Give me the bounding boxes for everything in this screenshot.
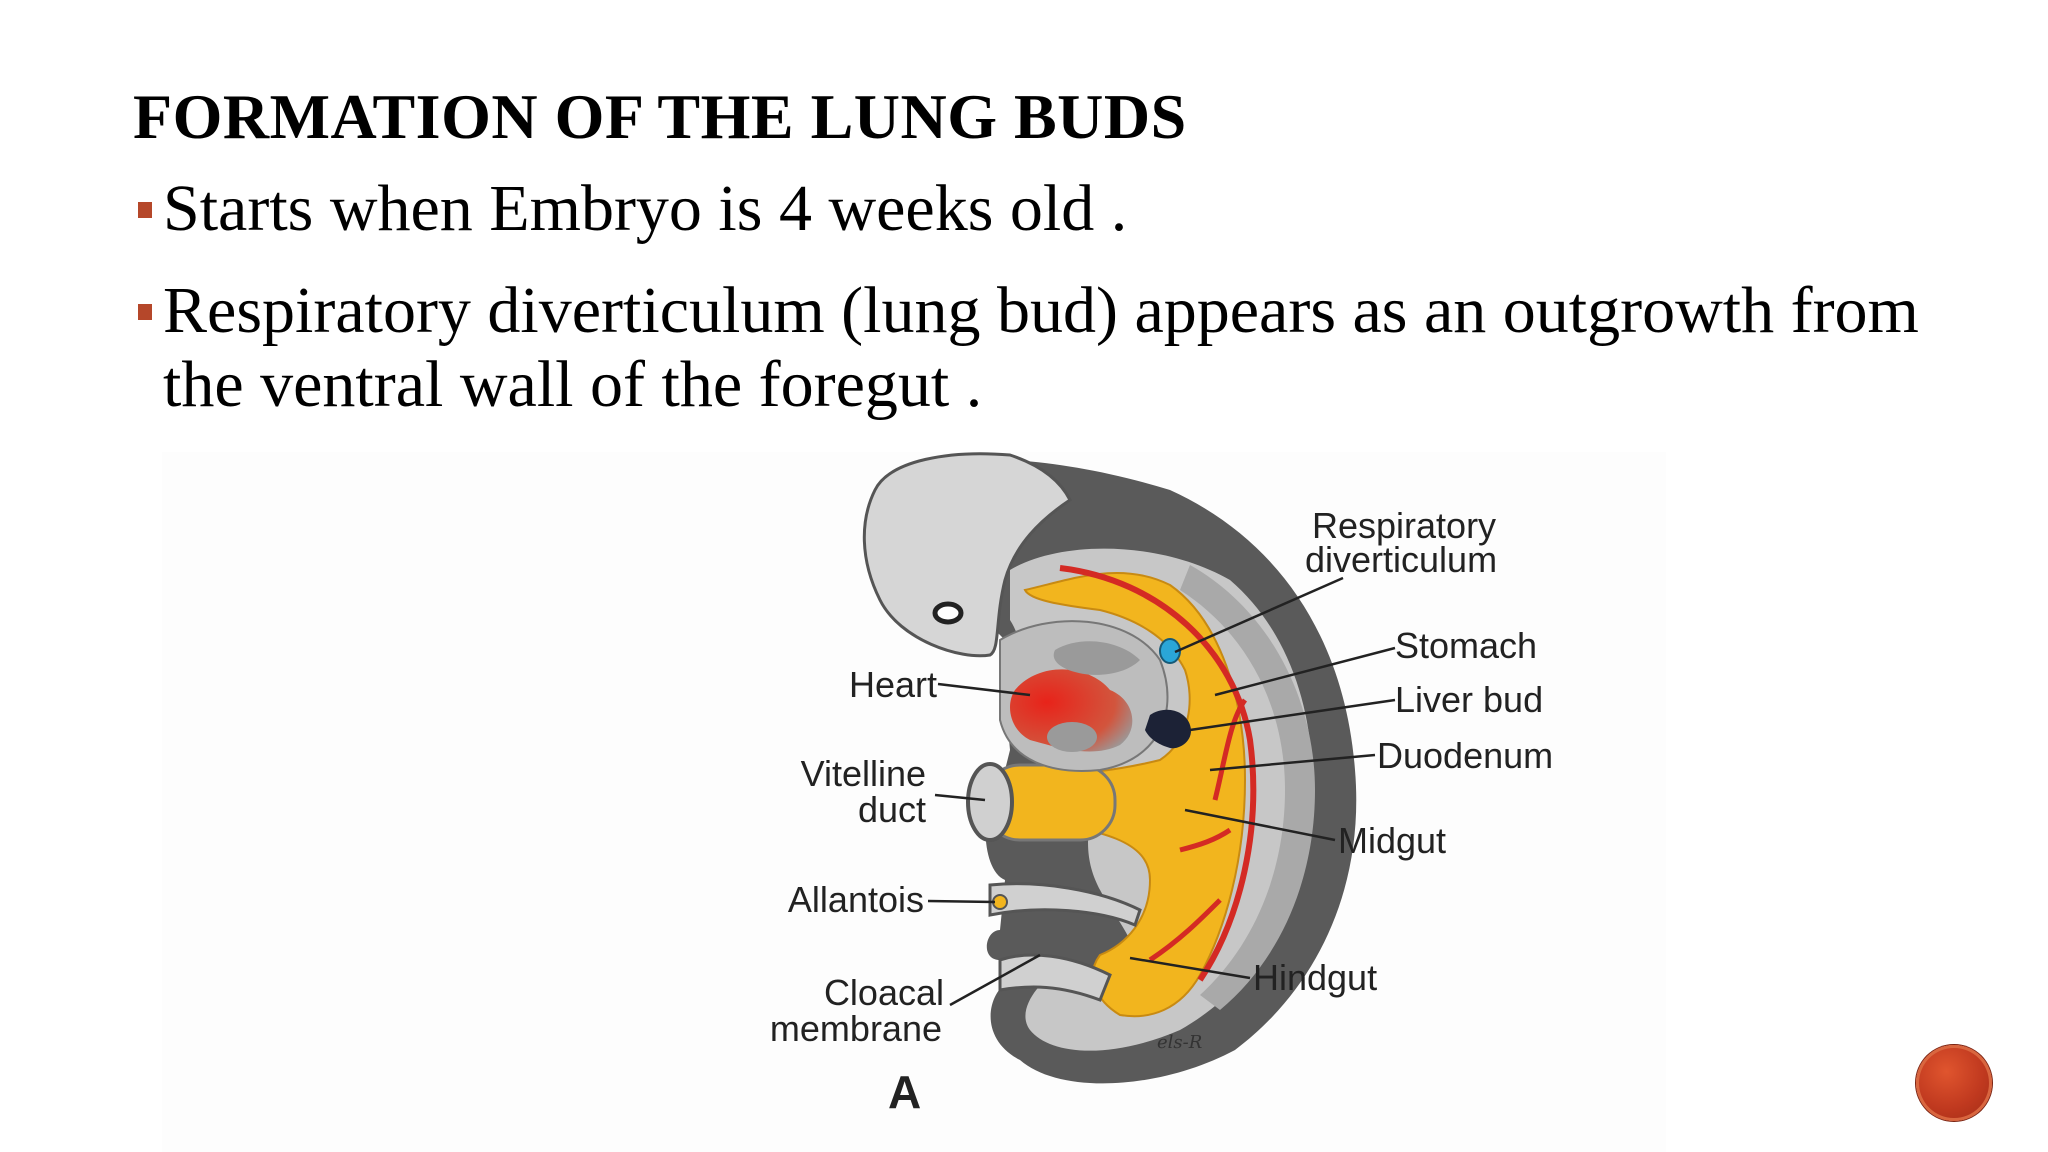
liver-bud — [1145, 709, 1191, 749]
label-duodenum: Duodenum — [1377, 735, 1553, 776]
leader-lines — [927, 576, 1396, 1007]
bullet-item: Respiratory diverticulum (lung bud) appe… — [133, 274, 1933, 422]
bullet-text: Starts when Embryo is 4 weeks old . — [163, 172, 1128, 245]
label-vitelline-duct-2: duct — [858, 789, 926, 830]
bullet-text: Respiratory diverticulum (lung bud) appe… — [163, 274, 1919, 421]
label-hindgut: Hindgut — [1253, 957, 1377, 998]
vitelline-duct-opening — [966, 762, 1014, 842]
vitelline-artery — [1148, 698, 1248, 963]
eye-icon — [932, 601, 964, 625]
dorsal-band — [1180, 565, 1315, 1010]
slide-title: FORMATION OF THE LUNG BUDS — [133, 81, 1187, 152]
bullet-square-icon — [138, 304, 152, 320]
label-stomach: Stomach — [1395, 625, 1537, 666]
label-allantois: Allantois — [788, 879, 924, 920]
label-liver-bud: Liver bud — [1395, 679, 1543, 720]
allantois-tube — [988, 882, 1142, 928]
heart-chamber-lower — [1047, 722, 1097, 752]
bullet-list: Starts when Embryo is 4 weeks old . Resp… — [133, 172, 1933, 450]
heart-chamber-upper — [1053, 641, 1140, 675]
cloaca-region — [998, 953, 1112, 1002]
artist-signature: els-R — [1157, 1032, 1202, 1053]
label-respiratory-diverticulum-2: diverticulum — [1305, 539, 1497, 580]
panel-label: A — [888, 1066, 921, 1118]
allantois-lumen — [992, 894, 1008, 910]
next-slide-button[interactable] — [1916, 1045, 1992, 1121]
embryo-head — [862, 452, 1072, 658]
heart — [1010, 669, 1133, 752]
label-vitelline-duct: Vitelline — [801, 753, 926, 794]
label-cloacal-membrane: Cloacal — [824, 972, 944, 1013]
label-heart: Heart — [849, 664, 937, 705]
bullet-item: Starts when Embryo is 4 weeks old . — [133, 172, 1933, 246]
label-midgut: Midgut — [1338, 820, 1446, 861]
label-respiratory-diverticulum: Respiratory — [1312, 505, 1496, 546]
gut-tube — [998, 571, 1247, 1018]
label-cloacal-membrane-2: membrane — [770, 1008, 942, 1049]
bullet-square-icon — [138, 202, 152, 218]
dorsal-aorta — [1059, 565, 1257, 982]
